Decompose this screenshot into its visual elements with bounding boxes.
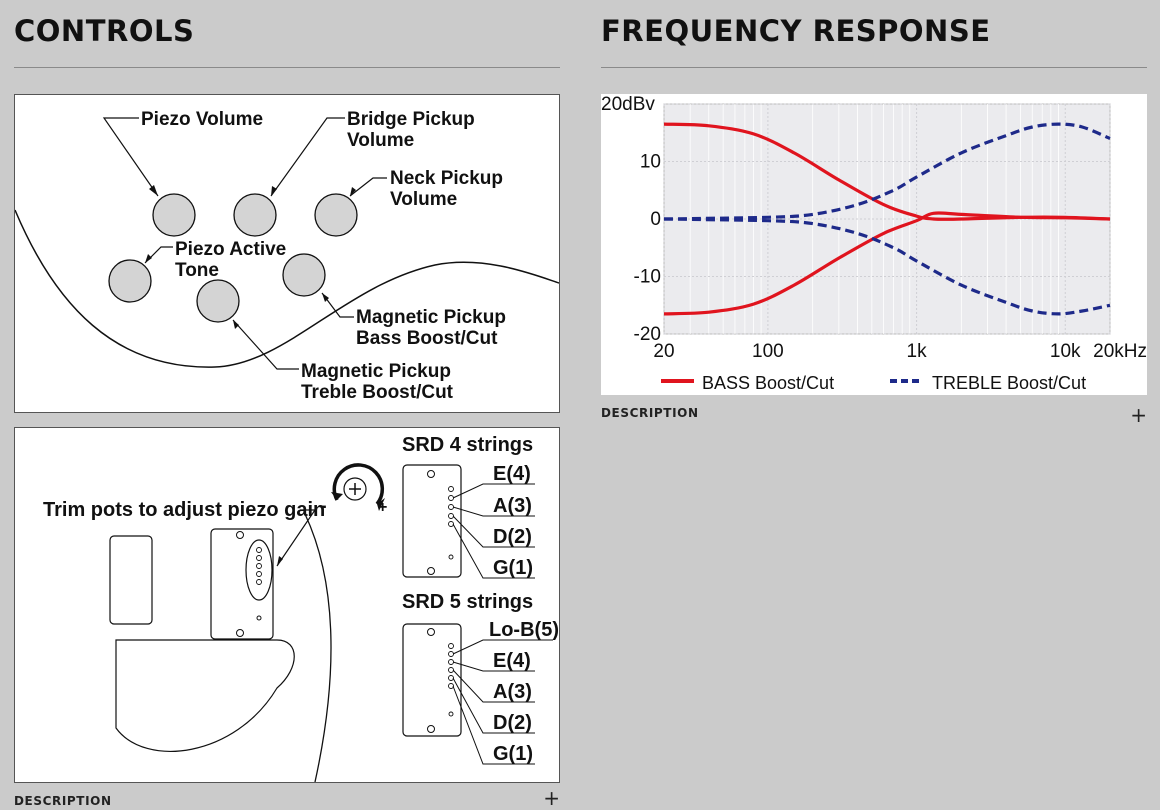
pickup-diagram: Trim pots to adjust piezo gain - + SRD 4… xyxy=(14,427,560,783)
y-tick-label: -10 xyxy=(634,267,661,288)
y-tick-label: 0 xyxy=(650,209,661,230)
frequency-divider xyxy=(601,67,1147,68)
controls-title: CONTROLS xyxy=(14,14,195,48)
srd5-leaders xyxy=(452,639,553,765)
treble-curve-cut xyxy=(663,217,1111,316)
x-tick-label: 20 xyxy=(653,341,674,362)
bass-knob xyxy=(282,253,326,297)
bridge-screw-bottom xyxy=(236,629,244,637)
label-piezo-volume: Piezo Volume xyxy=(141,109,263,130)
y-tick-label: 20dBv xyxy=(601,94,655,115)
knob-layout-svg: Piezo Volume Bridge Pickup Volume Neck P… xyxy=(15,109,559,403)
srd4-pots xyxy=(448,486,454,560)
controls-divider xyxy=(14,67,560,68)
srd5-screw-bottom xyxy=(427,725,435,733)
label-treble-1: Magnetic Pickup xyxy=(301,361,451,382)
srd5-title: SRD 5 strings xyxy=(402,591,533,613)
srd4-string-1: E(4) xyxy=(493,463,531,485)
knob-layout-diagram: Piezo Volume Bridge Pickup Volume Neck P… xyxy=(14,94,560,413)
trim-arrowhead xyxy=(277,556,283,566)
bridge-volume-knob xyxy=(233,193,277,237)
label-neck-pickup-2: Volume xyxy=(390,189,457,210)
trim-pot-area xyxy=(245,539,273,601)
srd4-pickup xyxy=(402,464,462,578)
bridge-dot xyxy=(256,615,262,621)
x-tick-label: 10k xyxy=(1050,341,1081,362)
legend-label-treble: TREBLE Boost/Cut xyxy=(932,373,1086,393)
srd4-title: SRD 4 strings xyxy=(402,434,533,456)
body-curve xyxy=(304,513,332,782)
srd4-string-4: G(1) xyxy=(493,557,533,579)
treble-curve-boost xyxy=(663,122,1111,221)
body-outline xyxy=(15,209,559,368)
x-tick-label: 100 xyxy=(752,341,784,362)
legend-label-bass: BASS Boost/Cut xyxy=(702,373,834,393)
controls-expand-icon[interactable]: + xyxy=(543,786,560,810)
bass-curve-cut xyxy=(663,211,1111,316)
label-piezo-tone-2: Tone xyxy=(175,260,219,281)
label-bridge-pickup-2: Volume xyxy=(347,130,414,151)
label-bass-1: Magnetic Pickup xyxy=(356,307,506,328)
trim-leader xyxy=(276,509,317,567)
srd4-string-2: A(3) xyxy=(493,495,532,517)
label-bridge-pickup-1: Bridge Pickup xyxy=(347,109,475,130)
label-bass-2: Bass Boost/Cut xyxy=(356,328,498,349)
y-tick-label: 10 xyxy=(640,152,661,173)
plus-symbol: + xyxy=(378,499,387,516)
srd5-string-5: G(1) xyxy=(493,743,533,765)
treble-knob xyxy=(196,279,240,323)
srd5-screw-top xyxy=(427,628,435,636)
pickup-svg: Trim pots to adjust piezo gain - + SRD 4… xyxy=(43,434,559,782)
label-piezo-tone-1: Piezo Active xyxy=(175,239,286,260)
neck-pickup-shape xyxy=(109,535,153,625)
bridge-screw-top xyxy=(236,531,244,539)
srd4-leaders xyxy=(452,483,535,579)
srd5-string-1: Lo-B(5) xyxy=(489,619,559,641)
control-cavity xyxy=(115,639,295,752)
piezo-volume-knob xyxy=(152,193,196,237)
neck-volume-knob xyxy=(314,193,358,237)
srd4-screw-bottom xyxy=(427,567,435,575)
frequency-description-toggle[interactable]: DESCRIPTION xyxy=(601,406,699,420)
srd4-string-3: D(2) xyxy=(493,526,532,548)
frequency-title: FREQUENCY RESPONSE xyxy=(601,14,991,48)
controls-description-toggle[interactable]: DESCRIPTION xyxy=(14,794,112,808)
label-neck-pickup-1: Neck Pickup xyxy=(390,168,503,189)
frequency-expand-icon[interactable]: + xyxy=(1130,403,1147,427)
piezo-tone-knob xyxy=(108,259,152,303)
trim-pot-label: Trim pots to adjust piezo gain xyxy=(43,499,325,521)
label-treble-2: Treble Boost/Cut xyxy=(301,382,454,403)
srd5-string-2: E(4) xyxy=(493,650,531,672)
srd5-string-4: D(2) xyxy=(493,712,532,734)
srd5-pickup xyxy=(402,623,462,737)
srd5-string-3: A(3) xyxy=(493,681,532,703)
x-tick-label: 20kHz xyxy=(1093,341,1147,362)
leader-arrowheads xyxy=(145,185,356,329)
x-tick-label: 1k xyxy=(907,341,928,362)
rotation-icon xyxy=(331,463,385,511)
minus-symbol: - xyxy=(320,495,327,517)
y-tick-label: -20 xyxy=(634,324,661,345)
srd4-screw-top xyxy=(427,470,435,478)
trim-pots xyxy=(256,547,262,585)
